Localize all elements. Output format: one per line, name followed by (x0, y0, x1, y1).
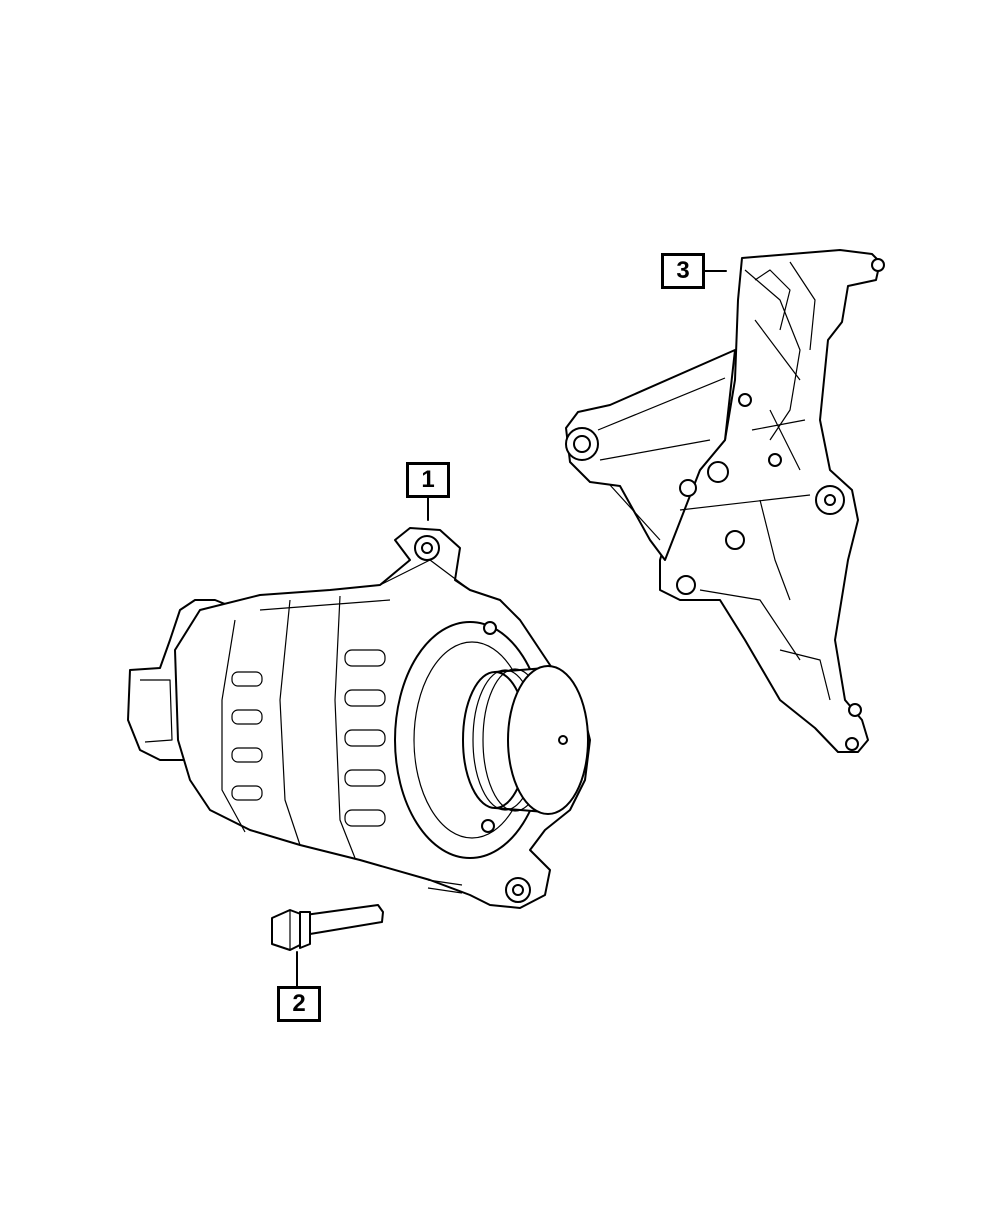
callout-2: 2 (277, 986, 321, 1022)
bracket-drawing (565, 249, 885, 753)
alternator-drawing (127, 527, 591, 909)
bolt-drawing (271, 904, 384, 951)
callout-1: 1 (406, 462, 450, 498)
callout-3: 3 (661, 253, 705, 289)
